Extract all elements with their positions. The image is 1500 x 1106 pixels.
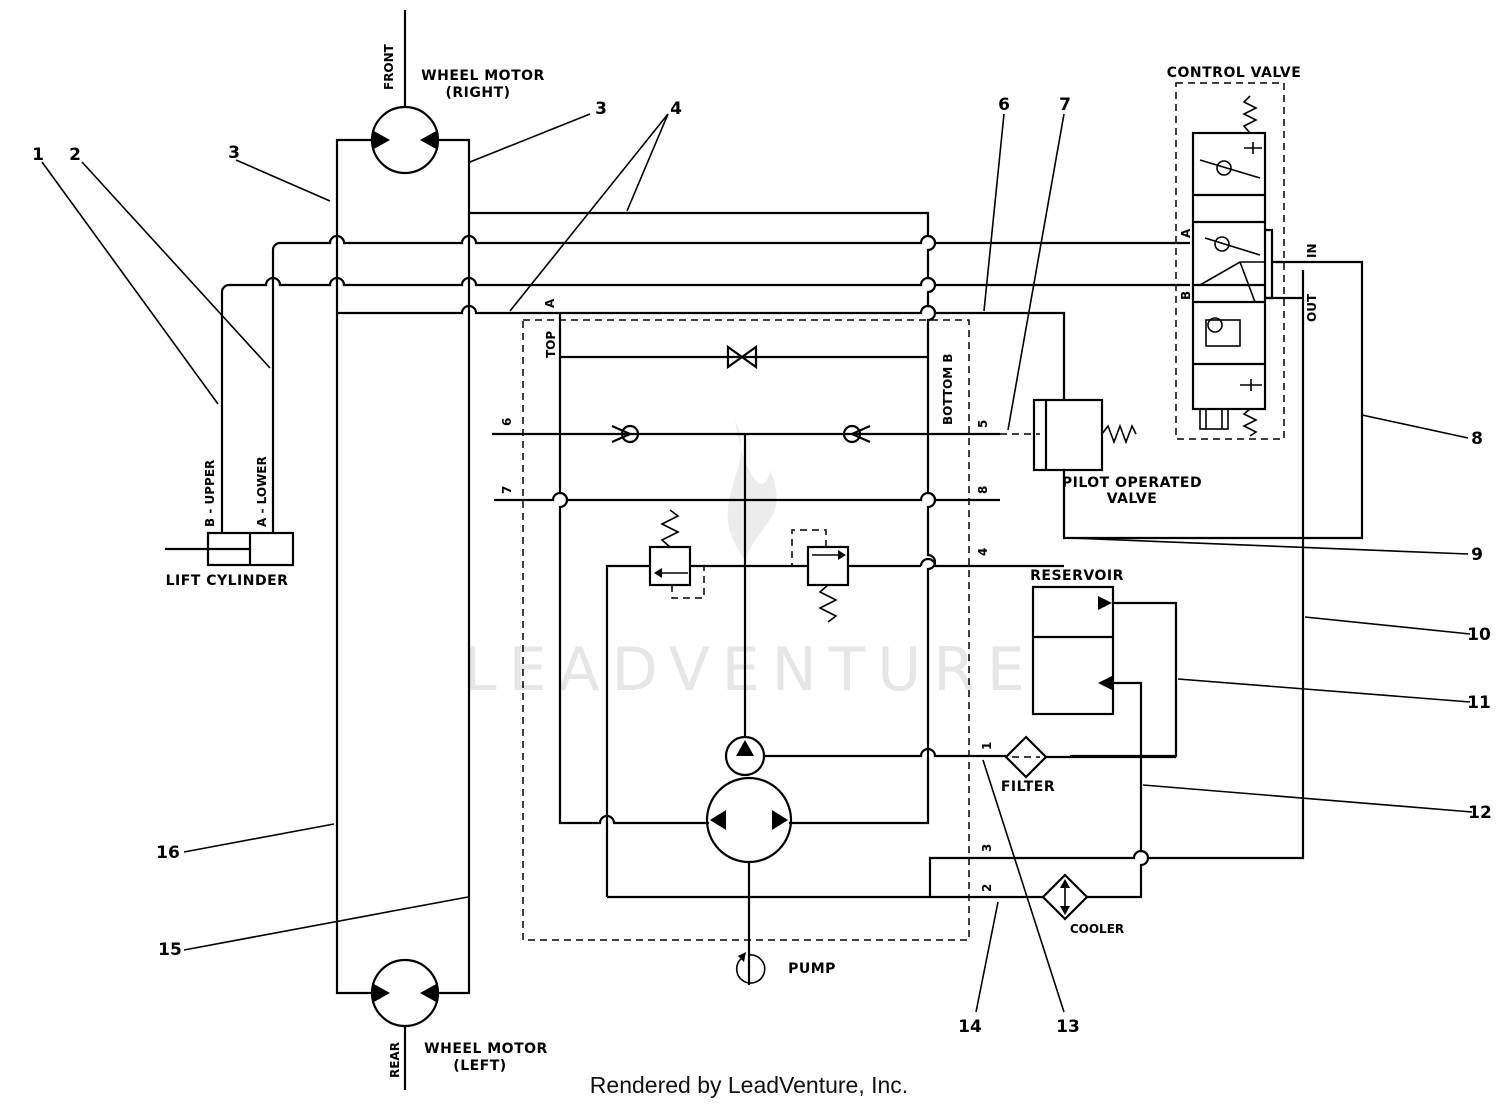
label-cv-b: B: [1179, 291, 1193, 300]
label-top: TOP: [544, 331, 558, 358]
label-cv-out: OUT: [1305, 293, 1319, 322]
callout-leaders: [41, 113, 1473, 1013]
text-labels: WHEEL MOTOR (RIGHT) FRONT WHEEL MOTOR (L…: [166, 43, 1319, 1078]
label-port-5: 5: [976, 420, 990, 428]
callout-3-left: 3: [228, 143, 240, 163]
callout-4: 4: [670, 99, 682, 119]
callout-10: 10: [1467, 625, 1491, 645]
label-port-6: 6: [500, 418, 514, 426]
label-b-upper: B - UPPER: [203, 460, 217, 527]
label-port-a: A: [543, 298, 557, 308]
label-cooler: COOLER: [1070, 922, 1124, 936]
label-port-8: 8: [976, 486, 990, 494]
label-lift-cylinder: LIFT CYLINDER: [166, 573, 289, 589]
callout-9: 9: [1471, 545, 1483, 565]
control-valve: [1175, 82, 1303, 440]
label-port-2: 2: [980, 884, 994, 892]
label-wheel-motor-right-1: WHEEL MOTOR: [421, 68, 545, 84]
label-wheel-motor-left-1: WHEEL MOTOR: [424, 1041, 548, 1057]
callout-15: 15: [158, 940, 182, 960]
label-bottom-b: BOTTOM B: [941, 354, 955, 425]
hydrostatic-unit: [492, 234, 1305, 985]
lift-cylinder: [165, 531, 295, 567]
label-pump: PUMP: [788, 961, 836, 977]
label-cv-a: A: [1179, 228, 1193, 238]
callout-8: 8: [1471, 429, 1483, 449]
label-control-valve: CONTROL VALVE: [1167, 65, 1302, 81]
label-wheel-motor-left-2: (LEFT): [453, 1058, 506, 1074]
callout-14: 14: [958, 1017, 982, 1037]
callout-12: 12: [1468, 803, 1492, 823]
label-rear: REAR: [388, 1042, 402, 1078]
reservoir-circuit: [1004, 585, 1178, 921]
label-pilot-valve-1: PILOT OPERATED: [1062, 475, 1202, 491]
label-filter: FILTER: [1001, 779, 1055, 795]
callout-7: 7: [1059, 95, 1071, 115]
watermark-text: LEADVENTURE: [463, 635, 1037, 705]
label-port-1: 1: [980, 742, 994, 750]
label-port-7: 7: [500, 486, 514, 494]
label-a-lower: A - LOWER: [255, 456, 269, 527]
watermark: LEADVENTURE: [463, 420, 1037, 705]
label-reservoir: RESERVOIR: [1030, 568, 1124, 584]
callout-6: 6: [998, 95, 1010, 115]
callout-3-right: 3: [595, 99, 607, 119]
callout-numbers: 1 2 3 3 4 6 7 8 9 10 11 12 13 14 15 16: [32, 95, 1492, 1037]
label-pilot-valve-2: VALVE: [1107, 491, 1158, 507]
callout-16: 16: [156, 843, 180, 863]
footer-credit: Rendered by LeadVenture, Inc.: [590, 1072, 908, 1098]
label-port-3: 3: [980, 844, 994, 852]
label-wheel-motor-right-2: (RIGHT): [445, 85, 510, 101]
pressure-lines: [220, 211, 1364, 540]
callout-2: 2: [69, 145, 81, 165]
callout-11: 11: [1467, 693, 1491, 713]
label-port-4: 4: [976, 548, 990, 556]
wheel-motor-loop: [335, 10, 471, 1090]
callout-13: 13: [1056, 1017, 1080, 1037]
label-front: FRONT: [382, 43, 396, 90]
callout-1: 1: [32, 145, 44, 165]
label-cv-in: IN: [1305, 243, 1319, 258]
pilot-operated-valve: [1032, 398, 1137, 472]
